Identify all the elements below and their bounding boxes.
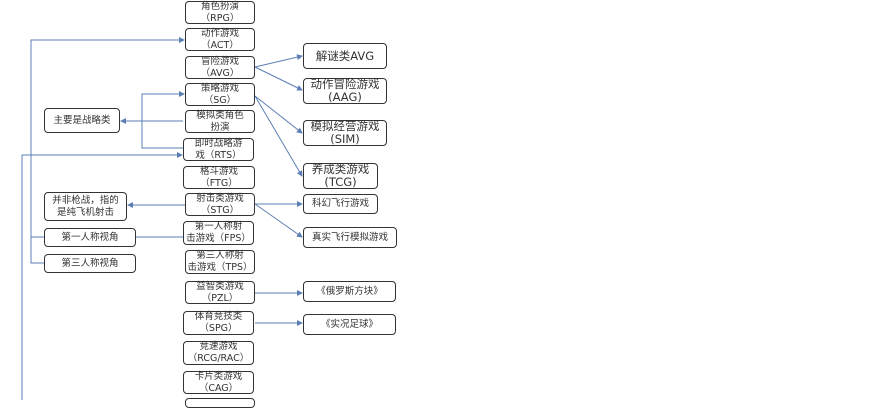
node-tps: 第三人称射 击游戏（TPS）	[185, 250, 255, 274]
node-fps: 第一人称射 击游戏（FPS）	[183, 221, 254, 245]
node-stg: 射击类游戏 （STG）	[185, 193, 255, 216]
node-sg: 策略游戏 （SG）	[185, 83, 255, 106]
node-cag: 卡片类游戏 （CAG）	[183, 371, 254, 394]
node-tcg: 养成类游戏 (TCG)	[303, 163, 378, 189]
node-spg: 体育竞技类 （SPG）	[183, 311, 254, 335]
node-rcg: 竞速游戏 （RCG/RAC）	[183, 341, 254, 365]
node-winning-eleven: 《实况足球》	[303, 314, 396, 335]
node-puzzle-avg: 解谜类AVG	[303, 43, 387, 69]
node-ftg: 格斗游戏 （FTG）	[183, 166, 255, 189]
node-scifi-flight: 科幻飞行游戏	[303, 194, 378, 214]
node-real-flight: 真实飞行模拟游戏	[303, 227, 397, 248]
node-tetris: 《俄罗斯方块》	[303, 281, 396, 302]
node-aag: 动作冒险游戏 (AAG)	[303, 78, 387, 104]
note-strategy: 主要是战略类	[44, 108, 120, 133]
node-pzl: 益智类游戏 （PZL）	[185, 281, 255, 304]
node-rts: 即时战略游 戏（RTS）	[183, 138, 254, 161]
node-sim-rpg: 模拟类角色 扮演	[185, 110, 255, 133]
node-rpg: 角色扮演 （RPG）	[185, 1, 255, 24]
note-first-person: 第一人称视角	[44, 228, 136, 247]
node-act: 动作游戏 （ACT）	[185, 28, 255, 51]
note-stg: 并非枪战，指的 是纯飞机射击	[44, 192, 127, 221]
node-sim: 模拟经营游戏 (SIM)	[303, 120, 387, 146]
node-avg: 冒险游戏 （AVG）	[185, 56, 255, 79]
note-third-person: 第三人称视角	[44, 254, 136, 273]
